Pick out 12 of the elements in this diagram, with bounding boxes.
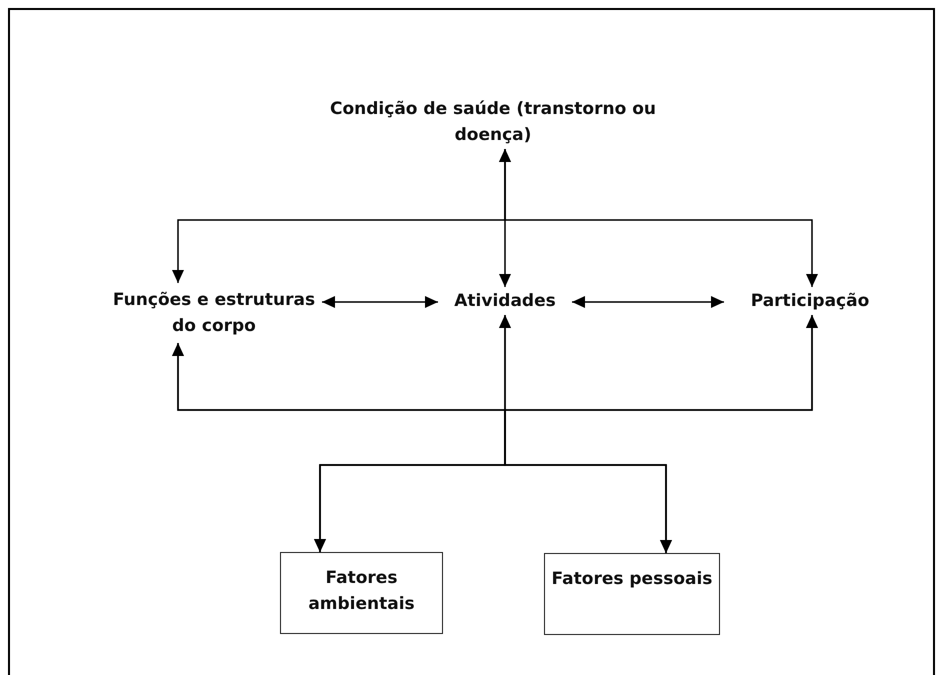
arrow [572,296,724,308]
box-label: Fatores ambientais [307,567,416,616]
node-label: Atividades [454,290,556,313]
factor-box [280,552,443,634]
box-label: Fatores pessoais [552,568,712,591]
node-label: Participação [750,290,870,313]
node-label: Condição de saúde (transtorno ou doença) [329,98,657,147]
arrow [504,315,818,553]
arrow [322,296,438,308]
arrow [499,149,818,287]
factor-box [544,553,720,635]
node-label: Funções e estruturas do corpo [112,289,316,338]
